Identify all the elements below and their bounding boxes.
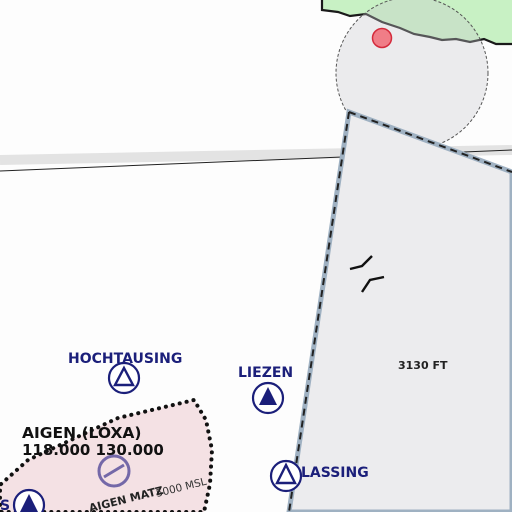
area-height-label: 3130 FT (398, 359, 448, 372)
border-line (320, 0, 512, 46)
waypoint-left-edge[interactable] (12, 488, 46, 512)
liezen-label: LIEZEN (238, 365, 293, 381)
waypoint-liezen[interactable] (251, 381, 285, 415)
obstacle-icon[interactable] (371, 27, 393, 49)
aigen-frequency-label: 118.000 130.000 (22, 441, 164, 459)
restricted-area-boundary (288, 111, 512, 512)
aigen-matz-zone (0, 397, 215, 512)
lassing-label: LASSING (301, 465, 369, 481)
waypoint-lassing[interactable] (269, 459, 303, 493)
aerodrome-icon[interactable] (97, 454, 131, 488)
hochtausing-label: HOCHTAUSING (68, 351, 182, 367)
pass-symbol-icon (349, 255, 385, 293)
waypoint-hochtausing[interactable] (107, 361, 141, 395)
left-edge-label: S (0, 498, 10, 512)
border-zone (322, 0, 512, 44)
aigen-name-label: AIGEN (LOXA) (22, 424, 142, 442)
